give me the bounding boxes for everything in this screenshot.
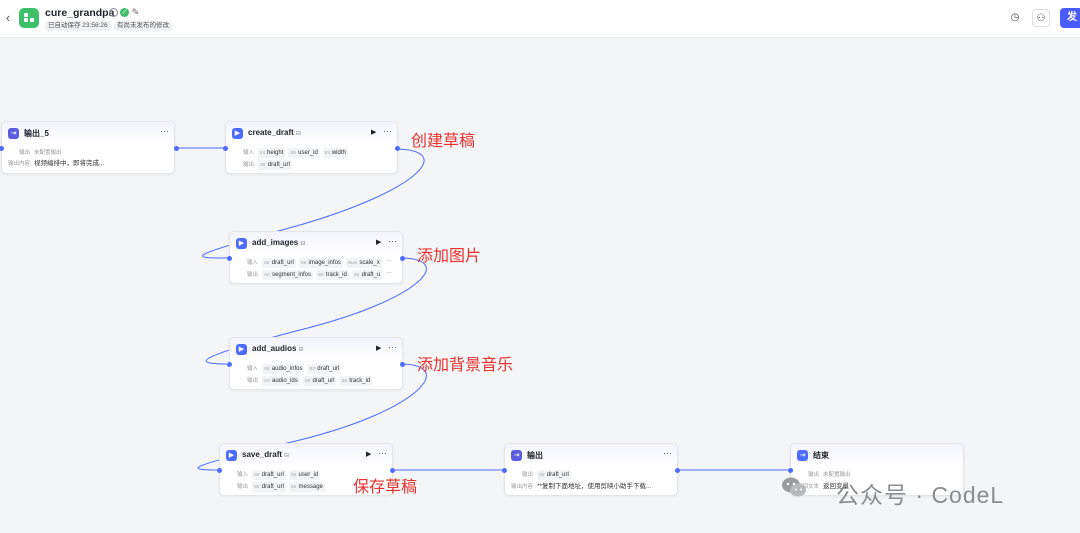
port-out[interactable] — [395, 146, 400, 151]
more-inputs-icon[interactable]: ··· — [386, 258, 392, 264]
node-title: 输出_5 — [24, 129, 49, 138]
node-title: save_draft — [242, 450, 283, 459]
check-circle-icon: ✓ — [120, 8, 129, 17]
plugin-badge-icon: ⊟ — [300, 241, 306, 247]
plugin-icon: ▶ — [236, 238, 247, 249]
info-icon[interactable]: i — [109, 8, 118, 17]
edge-images-audios — [205, 257, 427, 365]
node-title: 输出 — [527, 451, 543, 460]
collaborators-icon[interactable]: ⚇ — [1032, 9, 1050, 27]
unpublished-badge: 有尚未发布的修改 — [114, 21, 172, 31]
plugin-badge-icon: ⊟ — [295, 131, 301, 137]
port-in[interactable] — [217, 468, 222, 473]
run-icon[interactable]: ▶ — [366, 451, 372, 458]
node-output-row: 输出未配置输出 — [807, 472, 851, 478]
port-out[interactable] — [174, 146, 179, 151]
more-icon[interactable]: ··· — [160, 126, 169, 136]
port-in[interactable] — [0, 146, 4, 151]
publish-button[interactable]: 发 — [1060, 8, 1080, 28]
node-title: 结束 — [813, 451, 829, 460]
more-icon[interactable]: ··· — [383, 126, 392, 136]
node-title: add_images — [252, 238, 299, 247]
watermark-text: 公众号 · CodeL — [836, 482, 1005, 508]
app-header: ‹ cure_grandpa i ✓ ✎ 已自动保存 23:56:26 有尚未发… — [0, 0, 1080, 38]
history-icon[interactable]: ◷ — [1010, 12, 1020, 23]
annotation-add-audio: 添加背景音乐 — [417, 355, 514, 374]
node-title: create_draft — [248, 128, 294, 137]
port-in[interactable] — [502, 468, 507, 473]
more-icon[interactable]: ··· — [663, 448, 672, 458]
port-in[interactable] — [227, 256, 232, 261]
more-icon[interactable]: ··· — [388, 342, 397, 352]
port-in[interactable] — [223, 146, 228, 151]
edge-create-images — [202, 148, 425, 259]
output-node-icon: ⇥ — [511, 450, 522, 461]
autosave-status: 已自动保存 23:56:26 — [45, 21, 111, 31]
plugin-icon: ▶ — [226, 450, 237, 461]
chevron-left-icon[interactable]: ‹ — [5, 10, 11, 25]
annotation-create-draft: 创建草稿 — [411, 131, 476, 150]
wechat-icon — [782, 477, 806, 497]
port-in[interactable] — [788, 468, 793, 473]
node-end[interactable]: ⇥ 结束 输出未配置输出 返回文本返回变量 — [790, 443, 964, 496]
edge-audios-save — [197, 363, 427, 471]
annotation-save-draft: 保存草稿 — [353, 477, 418, 496]
plugin-icon: ▶ — [236, 344, 247, 355]
plugin-badge-icon: ⊟ — [298, 347, 304, 353]
output-node-icon: ⇥ — [8, 128, 19, 139]
more-icon[interactable]: ··· — [378, 448, 387, 458]
end-node-icon: ⇥ — [797, 450, 808, 461]
node-content-row: 输出内容视频编排中，即将完成... — [8, 160, 105, 167]
port-out[interactable] — [400, 256, 405, 261]
port-out[interactable] — [400, 362, 405, 367]
more-outputs-icon[interactable]: ··· — [386, 270, 392, 276]
port-out[interactable] — [675, 468, 680, 473]
port-out[interactable] — [390, 468, 395, 473]
plugin-badge-icon: ⊟ — [284, 453, 290, 459]
run-icon[interactable]: ▶ — [376, 239, 382, 246]
node-content-row: 返回文本返回变量 — [797, 483, 849, 490]
node-title: add_audios — [252, 344, 297, 353]
port-in[interactable] — [227, 362, 232, 367]
node-output-row: 输出未配置输出 — [18, 150, 62, 156]
node-content-row: 输出内容**复制下面地址，使用剪映小助手下载... — [511, 483, 652, 490]
workflow-app-icon — [19, 8, 39, 28]
run-icon[interactable]: ▶ — [376, 345, 382, 352]
node-output-5[interactable]: ⇥ 输出_5 ··· 输出未配置输出 输出内容视频编排中，即将完成... — [1, 121, 175, 174]
annotation-add-images: 添加图片 — [417, 246, 482, 265]
workflow-title: cure_grandpa — [45, 7, 115, 19]
more-icon[interactable]: ··· — [388, 236, 397, 246]
run-icon[interactable]: ▶ — [371, 129, 377, 136]
edit-icon[interactable]: ✎ — [131, 7, 140, 17]
plugin-icon: ▶ — [232, 128, 243, 139]
